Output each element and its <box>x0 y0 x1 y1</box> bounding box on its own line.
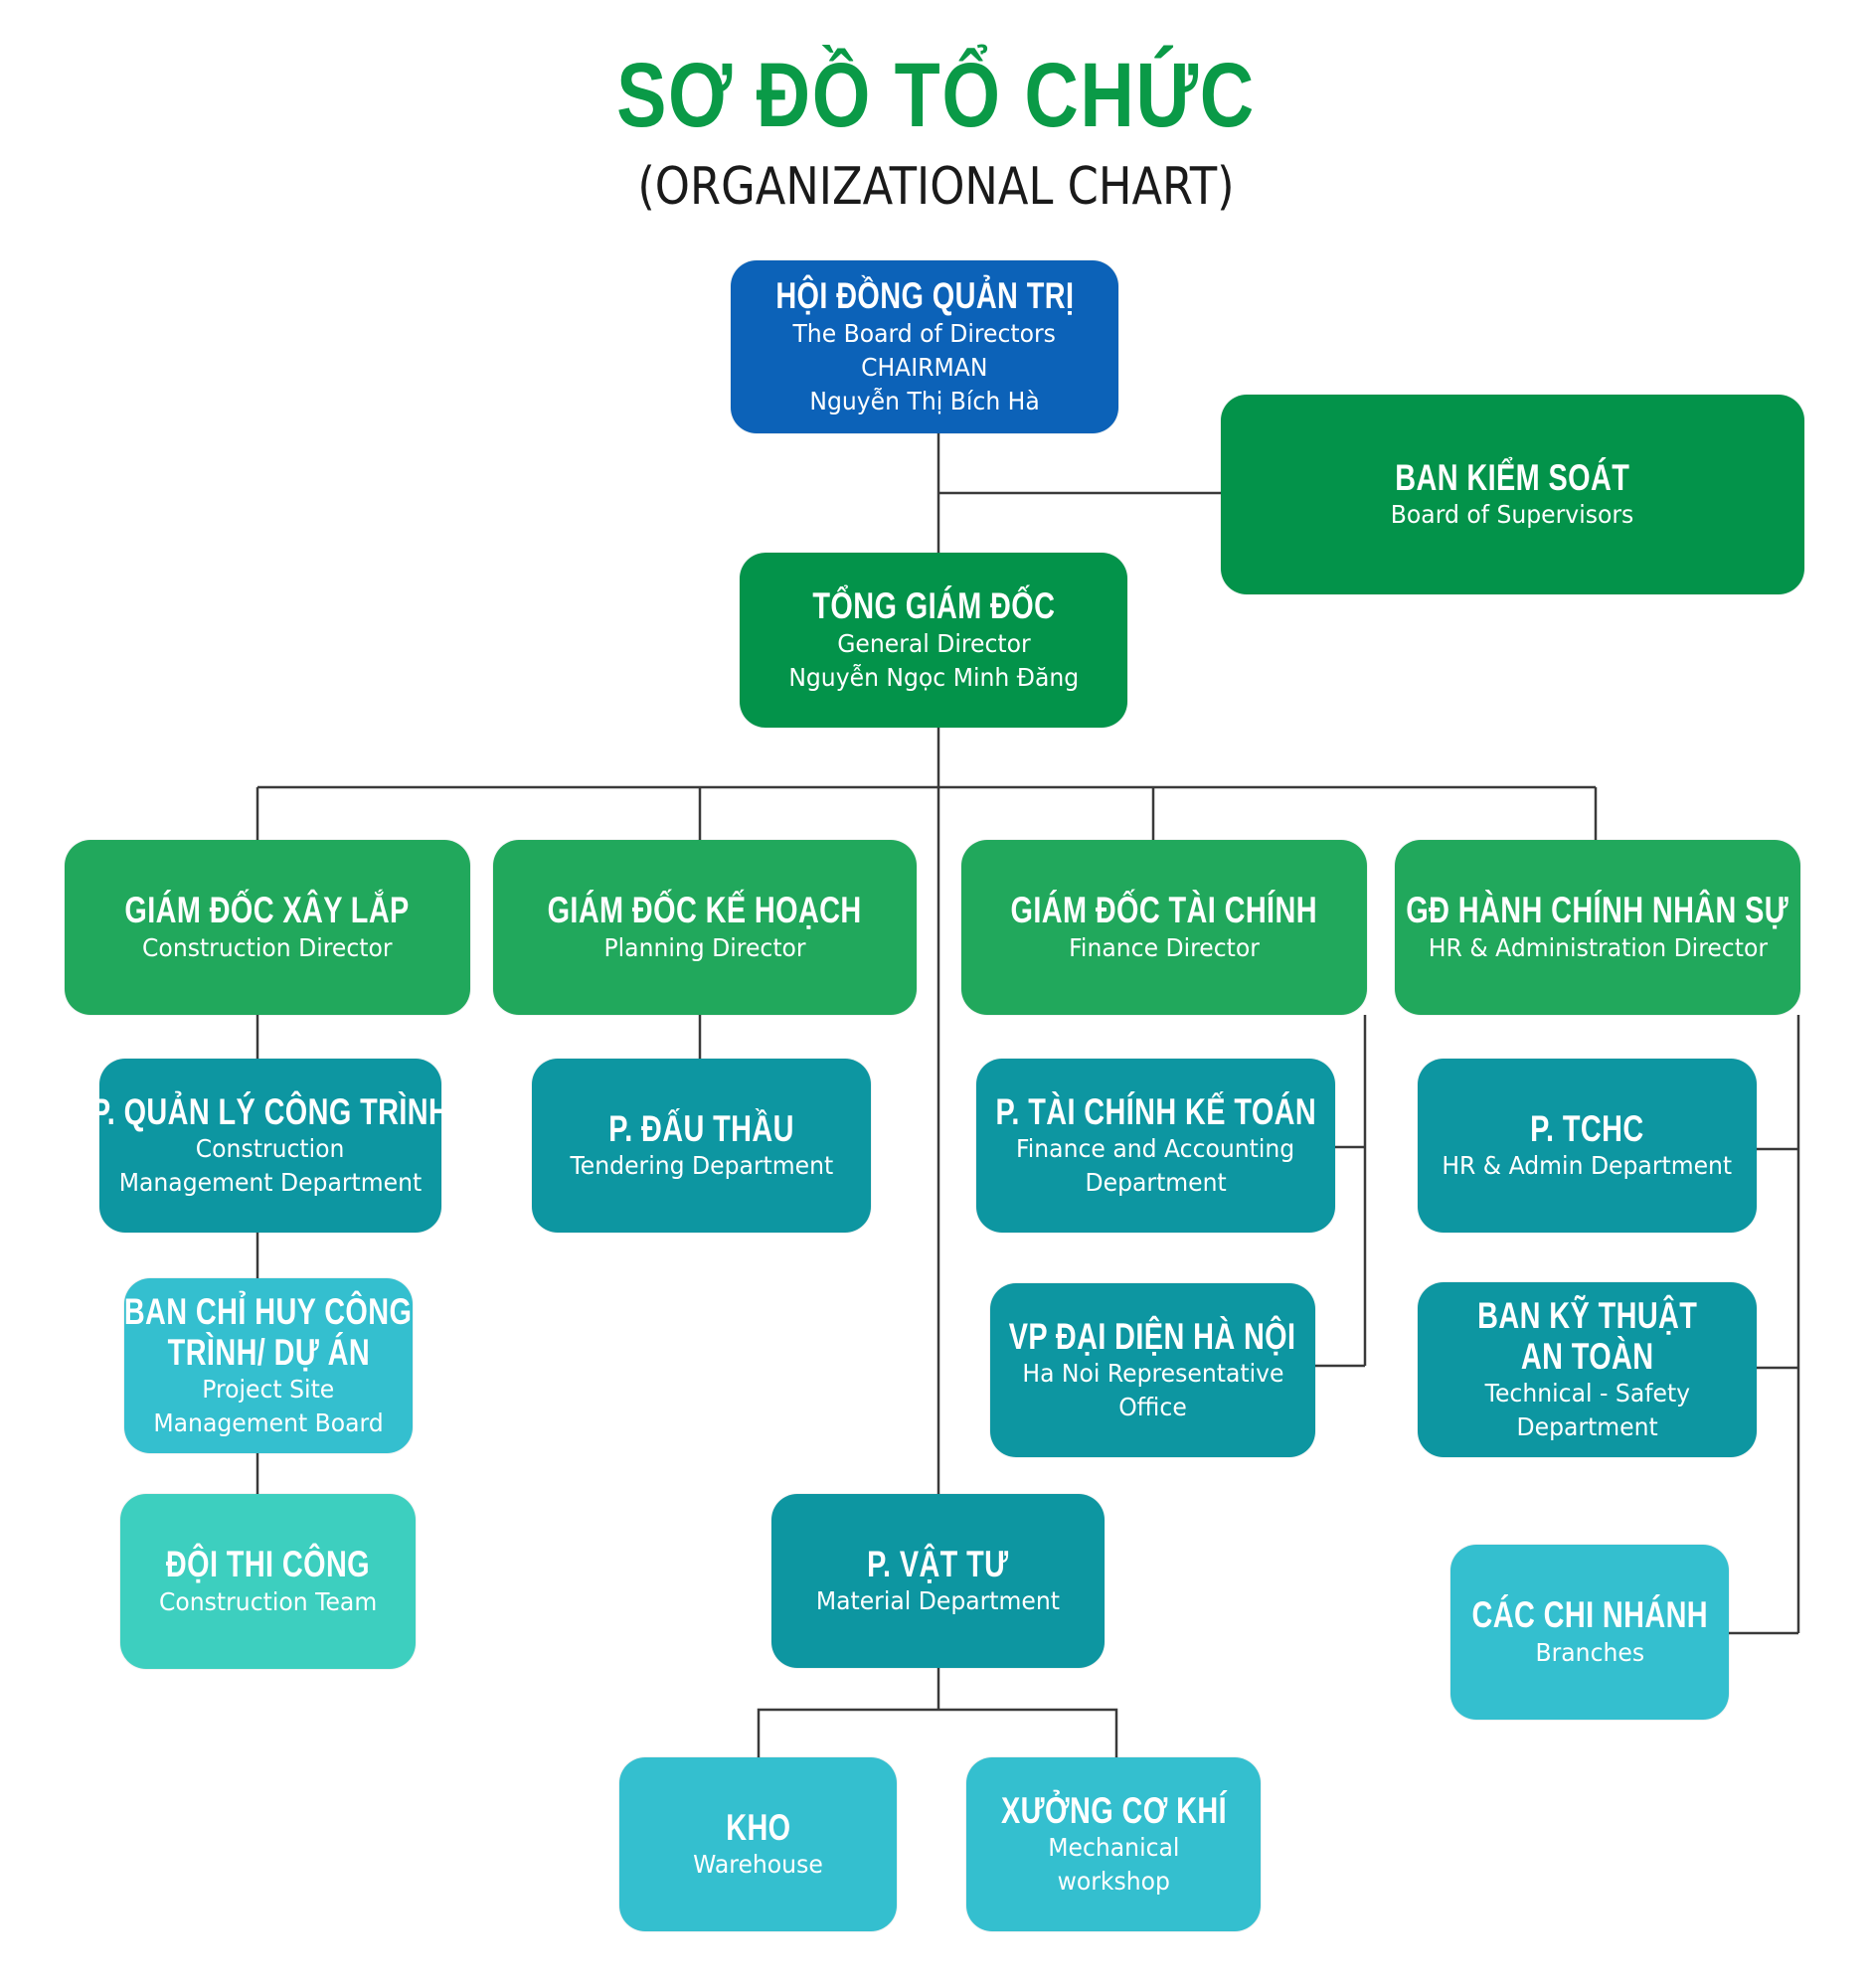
node-construction-director: GIÁM ĐỐC XÂY LẮP Construction Director <box>65 840 470 1015</box>
node-title: P. TÀI CHÍNH KẾ TOÁN <box>995 1090 1316 1132</box>
connector-material-bus <box>757 1708 1118 1757</box>
node-title: VP ĐẠI DIỆN HÀ NỘI <box>1009 1315 1296 1357</box>
node-subtitle: General Director <box>836 628 1031 658</box>
node-title-line1: BAN KỸ THUẬT <box>1476 1294 1698 1336</box>
node-title: GIÁM ĐỐC TÀI CHÍNH <box>1010 890 1318 931</box>
node-title: GIÁM ĐỐC XÂY LẮP <box>124 890 411 931</box>
node-title: CÁC CHI NHÁNH <box>1471 1594 1708 1636</box>
node-finance-director: GIÁM ĐỐC TÀI CHÍNH Finance Director <box>961 840 1367 1015</box>
node-subtitle: HR & Administration Director <box>1428 932 1768 962</box>
node-subtitle: Construction Team <box>158 1586 378 1616</box>
node-subtitle-line2: Department <box>1516 1412 1658 1442</box>
node-finance-accounting-department: P. TÀI CHÍNH KẾ TOÁN Finance and Account… <box>976 1059 1335 1233</box>
node-subtitle-line1: Ha Noi Representative <box>1021 1359 1284 1389</box>
node-hr-director: GĐ HÀNH CHÍNH NHÂN SỰ HR & Administratio… <box>1395 840 1800 1015</box>
node-subtitle-line2: Management Board <box>153 1408 384 1438</box>
node-subtitle-line2: Management Department <box>118 1168 423 1198</box>
node-title-line2: AN TOÀN <box>1520 1336 1654 1377</box>
node-planning-director: GIÁM ĐỐC KẾ HOẠCH Planning Director <box>493 840 917 1015</box>
node-subtitle: Finance Director <box>1069 932 1260 962</box>
node-subtitle: HR & Admin Department <box>1442 1151 1733 1181</box>
node-technical-safety-department: BAN KỸ THUẬT AN TOÀN Technical - Safety … <box>1418 1282 1757 1457</box>
node-title: BAN KIỂM SOÁT <box>1395 456 1630 498</box>
node-board-of-directors: HỘI ĐỒNG QUẢN TRỊ The Board of Directors… <box>731 260 1118 433</box>
node-title-line2: TRÌNH/ DỰ ÁN <box>167 1332 370 1373</box>
node-project-site-management-board: BAN CHỈ HUY CÔNG TRÌNH/ DỰ ÁN Project Si… <box>124 1278 413 1453</box>
node-person: Nguyễn Ngọc Minh Đăng <box>788 662 1079 692</box>
node-material-department: P. VẬT TƯ Material Department <box>771 1494 1105 1668</box>
node-role: CHAIRMAN <box>861 352 988 382</box>
node-subtitle-line2: Office <box>1118 1393 1187 1422</box>
node-subtitle: Board of Supervisors <box>1391 500 1634 530</box>
node-person: Nguyễn Thị Bích Hà <box>809 386 1040 415</box>
node-construction-management-department: P. QUẢN LÝ CÔNG TRÌNH Construction Manag… <box>91 1059 449 1233</box>
node-title: P. ĐẤU THẦU <box>608 1107 794 1149</box>
node-subtitle: Planning Director <box>603 932 806 962</box>
node-subtitle-line1: Mechanical <box>1047 1833 1180 1863</box>
node-hanoi-representative-office: VP ĐẠI DIỆN HÀ NỘI Ha Noi Representative… <box>990 1283 1315 1457</box>
node-subtitle: Material Department <box>815 1586 1061 1616</box>
node-subtitle-line2: Department <box>1085 1168 1227 1198</box>
node-subtitle: Tendering Department <box>570 1151 833 1181</box>
node-title: ĐỘI THI CÔNG <box>165 1544 371 1585</box>
node-title: HỘI ĐỒNG QUẢN TRỊ <box>774 275 1075 317</box>
node-subtitle-line1: Technical - Safety <box>1484 1379 1690 1408</box>
node-subtitle: Branches <box>1535 1637 1644 1667</box>
node-title: KHO <box>725 1806 791 1848</box>
node-subtitle-line2: workshop <box>1057 1867 1170 1897</box>
node-hr-admin-department: P. TCHC HR & Admin Department <box>1418 1059 1757 1233</box>
node-title: P. TCHC <box>1530 1107 1644 1149</box>
node-warehouse: KHO Warehouse <box>619 1757 897 1931</box>
node-subtitle-line1: Finance and Accounting <box>1016 1134 1295 1164</box>
node-title: P. QUẢN LÝ CÔNG TRÌNH <box>90 1090 450 1132</box>
node-construction-team: ĐỘI THI CÔNG Construction Team <box>120 1494 416 1669</box>
node-tendering-department: P. ĐẤU THẦU Tendering Department <box>532 1059 871 1233</box>
node-title: P. VẬT TƯ <box>867 1543 1009 1584</box>
node-subtitle-line1: Construction <box>196 1134 345 1164</box>
node-title: TỔNG GIÁM ĐỐC <box>812 585 1055 627</box>
node-title: GĐ HÀNH CHÍNH NHÂN SỰ <box>1406 890 1789 931</box>
node-subtitle: Warehouse <box>693 1850 823 1880</box>
node-title-line1: BAN CHỈ HUY CÔNG <box>124 1290 413 1332</box>
node-subtitle-line1: Project Site <box>202 1375 335 1405</box>
chart-subtitle: (ORGANIZATIONAL CHART) <box>637 157 1235 217</box>
node-subtitle: Construction Director <box>142 932 393 962</box>
node-board-of-supervisors: BAN KIỂM SOÁT Board of Supervisors <box>1221 395 1804 594</box>
node-general-director: TỔNG GIÁM ĐỐC General Director Nguyễn Ng… <box>740 553 1127 728</box>
chart-title: SƠ ĐỒ TỔ CHỨC <box>616 45 1256 146</box>
node-subtitle: The Board of Directors <box>792 318 1057 348</box>
node-mechanical-workshop: XƯỞNG CƠ KHÍ Mechanical workshop <box>966 1757 1261 1931</box>
node-title: XƯỞNG CƠ KHÍ <box>1000 1789 1227 1831</box>
node-branches: CÁC CHI NHÁNH Branches <box>1450 1545 1729 1720</box>
node-title: GIÁM ĐỐC KẾ HOẠCH <box>547 890 863 931</box>
